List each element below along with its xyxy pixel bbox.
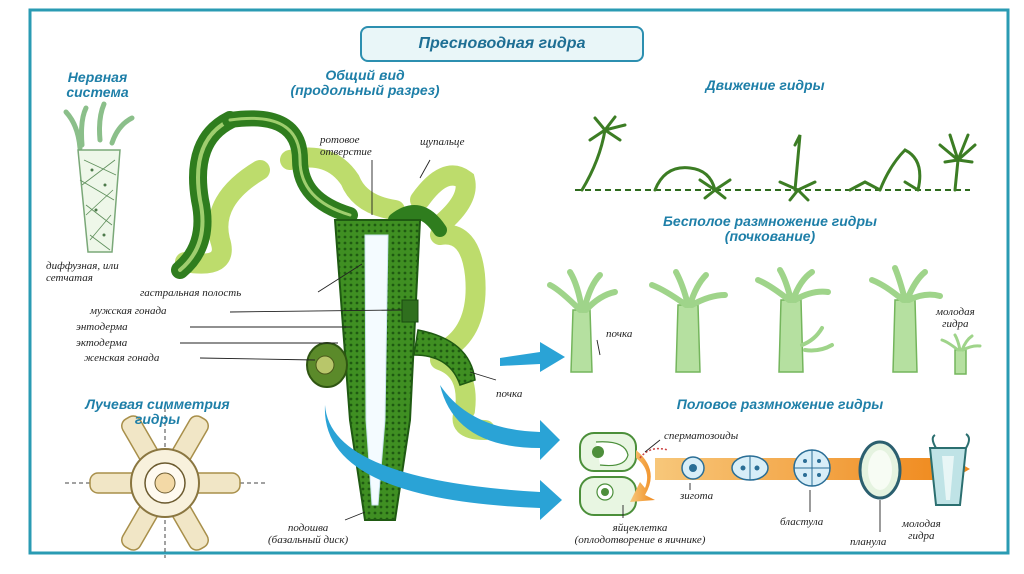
header-asexual-line1: Бесполое размножение гидры [580,214,960,229]
header-asexual-line2: (почкование) [580,229,960,244]
label-egg-line2: (оплодотворение в яичнике) [530,534,750,546]
header-nervous-line1: Нервная [40,70,155,85]
label-young-top-line2: гидра [936,318,975,330]
header-radial: Лучевая симметрия гидры [35,397,280,427]
label-diffuse: диффузная, или сетчатая [46,260,119,284]
label-egg-line1: яйцеклетка [530,522,750,534]
label-sole-line2: (базальный диск) [268,534,348,546]
header-general-line2: (продольный разрез) [240,83,490,98]
label-egg: яйцеклетка (оплодотворение в яичнике) [530,522,750,546]
header-general-line1: Общий вид [240,68,490,83]
label-blastula: бластула [780,516,823,528]
label-sole: подошва (базальный диск) [268,522,348,546]
label-bud-asexual: почка [606,328,632,340]
radial-symmetry-illustration [65,408,265,558]
label-gastric-cavity: гастральная полость [140,287,241,299]
label-diffuse-line2: сетчатая [46,272,119,284]
label-young-bottom-line1: молодая [902,518,941,530]
leader-lines-bottom [597,340,880,532]
label-zygote: зигота [680,490,713,502]
label-mouth-line2: отверстие [320,146,372,158]
label-bud-main: почка [496,388,522,400]
label-mouth-line1: ротовое [320,134,372,146]
label-diffuse-line1: диффузная, или [46,260,119,272]
movement-illustration [575,117,975,200]
header-radial-line2: гидры [35,412,280,427]
budding-illustration [550,268,980,374]
nervous-system-illustration [66,104,132,252]
label-young-bottom-line2: гидра [902,530,941,542]
header-nervous-system: Нервная система [40,70,155,100]
label-sperm: сперматозоиды [664,430,738,442]
label-young-hydra-top: молодая гидра [936,306,975,330]
label-planula: планула [850,536,886,548]
page-title: Пресноводная гидра [419,35,586,53]
header-movement: Движение гидры [660,78,870,93]
header-nervous-line2: система [40,85,155,100]
label-tentacle: щупальце [420,136,465,148]
header-sexual: Половое размножение гидры [600,397,960,412]
label-mouth: ротовое отверстие [320,134,372,158]
header-asexual: Бесполое размножение гидры (почкование) [580,214,960,244]
label-endoderm: энтодерма [76,321,128,333]
header-radial-line1: Лучевая симметрия [35,397,280,412]
label-sole-line1: подошва [268,522,348,534]
label-young-hydra-bottom: молодая гидра [902,518,941,542]
label-female-gonad: женская гонада [84,352,159,364]
header-general-view: Общий вид (продольный разрез) [240,68,490,98]
label-male-gonad: мужская гонада [90,305,167,317]
sexual-reproduction-illustration [580,433,970,515]
label-young-top-line1: молодая [936,306,975,318]
title-banner: Пресноводная гидра [360,26,644,62]
label-ectoderm: эктодерма [76,337,127,349]
